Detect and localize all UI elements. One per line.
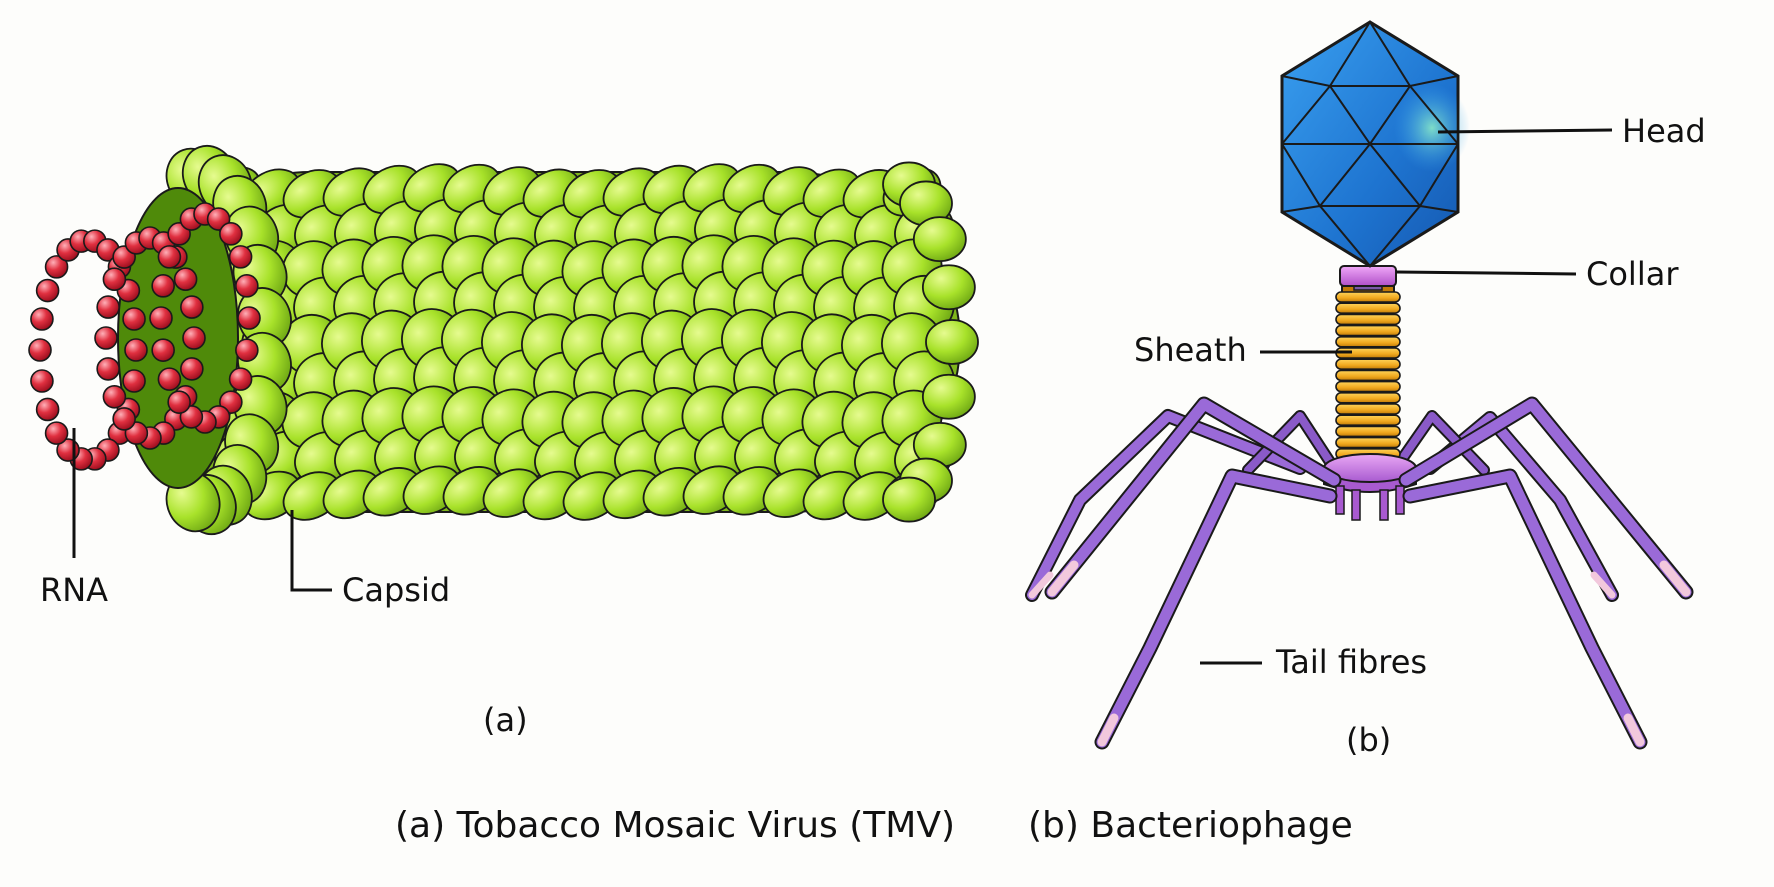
bacteriophage-illustration [1025,20,1694,750]
sheath-ring [1335,403,1401,415]
rna-nucleotide-bead [228,367,253,391]
rna-nucleotide-bead [44,255,69,279]
rna-nucleotide-bead [102,384,127,409]
rna-helix [28,202,261,471]
rna-nucleotide-bead [173,267,198,292]
collar-leader [1395,270,1577,276]
sheath-ring [1335,369,1401,382]
rna-nucleotide-bead [102,267,127,292]
sheath-ring [1335,358,1401,371]
tail-fibres-back [1025,409,1619,602]
rna-nucleotide-bead [237,306,261,330]
rna-nucleotide-bead [180,295,204,319]
capsid-subunit [882,476,936,523]
rna-nucleotide-bead [219,222,243,246]
panel-label-b: (b) [1346,721,1392,759]
rna-nucleotide-bead [122,369,146,393]
collar-shape [1339,265,1397,287]
leader-lines [72,128,1613,665]
rna-nucleotide-bead [149,306,173,330]
rna-nucleotide-bead [157,367,182,391]
rna-nucleotide-bead [122,307,146,331]
rna-nucleotide-bead [112,407,136,431]
label-capsid: Capsid [342,571,451,609]
label-collar: Collar [1586,255,1679,293]
rna-nucleotide-bead [94,326,118,350]
sheath-ring [1335,391,1401,404]
label-head: Head [1622,112,1706,150]
sheath-ring [1335,291,1401,303]
label-rna: RNA [40,571,109,609]
tmv-illustration [28,144,979,536]
rna-nucleotide-bead [151,338,175,362]
rna-nucleotide-bead [157,245,182,269]
base-plate [1323,453,1417,521]
rna-nucleotide-bead [35,397,60,422]
sheath-ring [1335,324,1401,337]
label-sheath: Sheath [1134,331,1247,369]
rna-nucleotide-bead [151,274,175,298]
caption-b: (b) Bacteriophage [1028,805,1353,846]
rna-nucleotide-bead [96,357,120,381]
rna-nucleotide-bead [180,357,204,381]
capsid-subunit [912,216,967,263]
sheath-ring [1335,436,1401,449]
capsid-subunit [921,264,976,311]
sheath-ring [1335,380,1401,393]
sheath-ring [1335,313,1401,326]
rna-nucleotide-bead [235,274,259,298]
sheath-ring [1335,302,1401,315]
head-shape [1280,20,1470,268]
sheath-ring [1335,335,1401,348]
capsid-subunit [921,373,976,420]
head-leader [1437,128,1613,134]
capsid-subunit [925,319,979,365]
capsid-leader [290,510,332,592]
rna-nucleotide-bead [124,338,148,362]
rna-nucleotide-bead [182,326,206,350]
rna-nucleotide-bead [167,390,191,414]
rna-nucleotide-bead [235,338,259,362]
caption-a: (a) Tobacco Mosaic Virus (TMV) [395,805,956,846]
rna-nucleotide-bead [30,369,54,393]
rna-nucleotide-bead [30,307,54,331]
tail-fibres-front [1028,396,1694,750]
rna-nucleotide-bead [28,338,52,362]
sheath-coils [1335,285,1401,471]
rna-nucleotide-bead [96,295,120,319]
label-tail-fibres: Tail fibres [1276,643,1428,681]
rna-nucleotide-bead [228,245,253,269]
panel-label-a: (a) [483,701,528,739]
capsid-subunits [165,144,979,536]
sheath-ring [1335,414,1401,427]
sheath-ring [1335,425,1401,438]
rna-nucleotide-bead [35,278,60,303]
rna-nucleotide-bead [44,421,69,445]
